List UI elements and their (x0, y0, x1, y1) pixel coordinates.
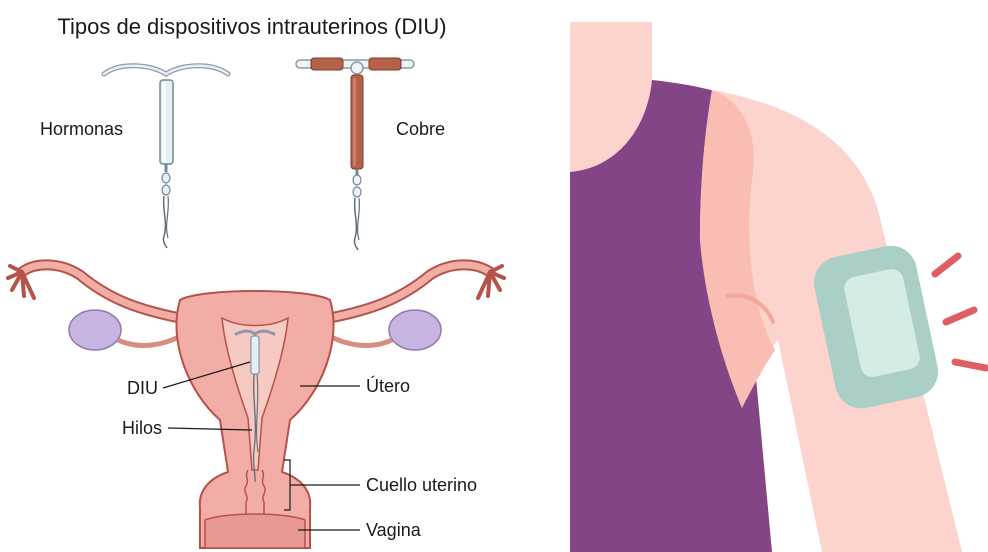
strings-label: Hilos (122, 418, 162, 438)
uterus-label: Útero (366, 375, 410, 396)
iud-label: DIU (127, 378, 158, 398)
diagram-title: Tipos de dispositivos intrauterinos (DIU… (57, 14, 446, 39)
copper-iud-label: Cobre (396, 119, 445, 139)
iud-copper-icon (296, 58, 414, 250)
left-ovary (69, 310, 121, 350)
hormonal-iud-label: Hormonas (40, 119, 123, 139)
vagina-label: Vagina (366, 520, 422, 540)
cervix-label: Cuello uterino (366, 475, 477, 495)
iud-hormonal-icon (104, 66, 228, 248)
burst-lines (935, 256, 986, 368)
uterus-illustration (8, 265, 504, 548)
right-ovary (389, 310, 441, 350)
contraceptive-patch-illustration (570, 22, 986, 552)
